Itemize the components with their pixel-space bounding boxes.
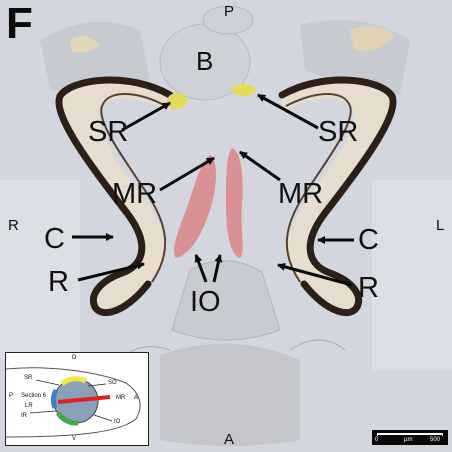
inset-dorsal-label: D [72,355,77,361]
arrow-r-left [77,261,145,282]
orientation-anterior-label: A [224,431,235,448]
inset-ir-muscle [55,411,79,426]
scale-bar: 0 µm 500 [372,430,448,445]
superior-rectus-right-muscle [232,84,256,96]
inset-mr-section-line [57,395,111,404]
medial-rectus-right-muscle [226,148,243,258]
orientation-left-label: L [436,217,445,234]
right-eye [278,76,397,317]
arrow-io-left [194,254,208,283]
scale-bar-end-label: 500 [430,437,441,443]
inset-mr-label: MR [116,395,126,401]
inset-ir-label: IR [21,413,27,419]
inset-sr-muscle [60,376,88,387]
orientation-posterior-label: P [224,3,235,20]
scale-bar-tick-start [377,433,378,436]
inset-so-label: SO [108,380,117,386]
inset-anterior-label: A [134,395,139,401]
scale-bar-line [377,433,443,435]
mr-right-label: MR [278,178,324,210]
inset-section-label: Section 6 [21,393,47,399]
inset-ventral-label: V [72,436,77,442]
orientation-inset: D V P A SR SO Section 6 LR MR IR IO [5,352,149,446]
superior-rectus-left-muscle [167,93,187,109]
retina-right-label: R [358,272,379,304]
medial-rectus-left-muscle [173,155,216,258]
inferior-oblique-label: IO [190,286,221,318]
scale-bar-unit-label: µm [404,437,413,443]
arrow-r-right [277,262,353,287]
inset-posterior-label: P [9,393,14,399]
scale-bar-start-label: 0 [375,437,379,443]
arrow-sr-right [257,93,319,130]
annotation-arrows [72,93,354,287]
inset-lr-muscle [51,388,59,409]
mr-left-label: MR [112,178,158,210]
sr-left-label: SR [88,116,129,148]
brain-label: B [196,46,214,76]
inset-io-label: IO [114,419,121,425]
arrow-sr-left [121,101,171,132]
arrow-io-right [212,254,223,283]
orientation-right-label: R [8,217,19,234]
inset-lr-label: LR [25,403,33,409]
retina-left-label: R [48,266,69,298]
scale-bar-tick-end [442,433,443,436]
arrow-mr-left [159,156,215,192]
sr-right-label: SR [318,116,359,148]
inset-eye-diagram [6,367,141,438]
cornea-left-label: C [44,223,65,255]
arrow-mr-right [239,150,281,182]
panel-letter: F [6,0,33,48]
cornea-right-label: C [358,224,379,256]
inset-sr-label: SR [24,375,33,381]
left-eye [55,76,174,317]
